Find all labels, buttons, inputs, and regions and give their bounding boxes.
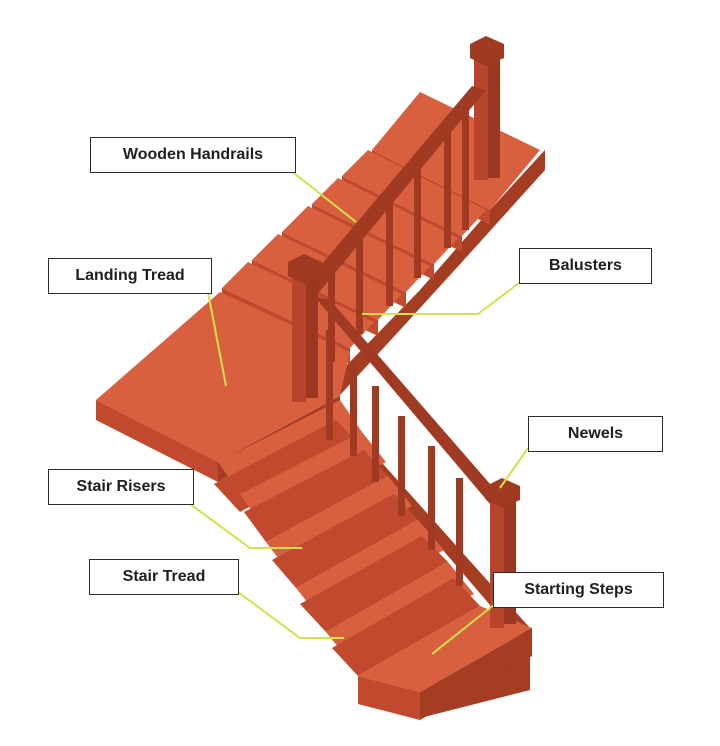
label-stair-tread: Stair Tread: [89, 559, 239, 595]
upper-landing-side: [490, 150, 545, 225]
landing-front: [96, 400, 218, 482]
lower-balusters: [326, 330, 463, 586]
baluster: [456, 478, 463, 586]
baluster: [326, 330, 333, 440]
landing-newel: [288, 254, 322, 402]
upper-handrail: [300, 86, 486, 296]
lower-step-4-riser: [300, 536, 448, 632]
starting-step-side: [420, 628, 532, 720]
label-balusters: Balusters: [519, 248, 652, 284]
upper-step-2-top: [312, 178, 458, 264]
baluster: [356, 226, 363, 334]
newel-cap: [470, 36, 504, 66]
baluster: [398, 416, 405, 516]
landing-top: [96, 292, 350, 462]
leader-newels: [499, 447, 529, 489]
lower-step-3-riser: [272, 494, 418, 588]
baluster: [428, 446, 435, 550]
lower-flight: [214, 400, 532, 720]
baluster: [414, 162, 421, 278]
starting-step-front: [358, 676, 420, 720]
label-newels: Newels: [528, 416, 663, 452]
baluster: [444, 130, 451, 248]
newel-shaft-front: [292, 272, 306, 402]
label-wooden-handrails: Wooden Handrails: [90, 137, 296, 173]
leader-handrails: [289, 169, 357, 223]
newel-shaft-side: [488, 60, 500, 178]
lower-step-2-riser: [244, 450, 388, 542]
label-landing-tread: Landing Tread: [48, 258, 212, 294]
newel-cap: [288, 254, 322, 284]
leader-starting-steps: [431, 599, 501, 655]
leader-balusters: [362, 282, 520, 315]
baluster: [372, 386, 379, 482]
leader-stair-tread: [237, 591, 344, 639]
leader-lines: [189, 169, 529, 655]
starting-step-top: [358, 606, 532, 692]
leader-stair-risers: [189, 503, 302, 549]
label-stair-risers: Stair Risers: [48, 469, 194, 505]
newel-shaft-side: [306, 272, 318, 398]
baluster: [350, 362, 357, 456]
lower-step-5-riser: [332, 578, 480, 676]
leader-landing-tread: [207, 291, 227, 387]
newel-cap: [486, 478, 520, 508]
lower-handrail: [314, 296, 504, 504]
label-starting-steps: Starting Steps: [493, 572, 664, 608]
baluster: [386, 194, 393, 306]
upper-landing-top: [372, 92, 540, 210]
baluster: [462, 110, 469, 230]
